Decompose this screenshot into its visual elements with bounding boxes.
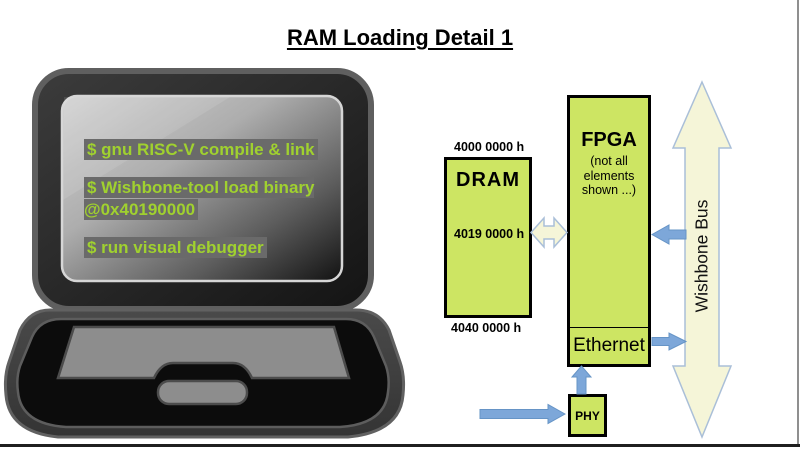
- phy-block: PHY: [568, 394, 607, 437]
- dram-label: DRAM: [456, 169, 520, 191]
- wishbone-bus-arrow-icon: [671, 80, 733, 439]
- dram-block: DRAM 4019 0000 h: [444, 157, 532, 318]
- fpga-note: (not all elements shown ...): [581, 154, 637, 197]
- dram-address-top: 4000 0000 h: [454, 140, 525, 154]
- fpga-block: FPGA (not all elements shown ...) Ethern…: [567, 95, 651, 367]
- laptop-touchpad: [156, 379, 249, 406]
- phy-label: PHY: [575, 408, 600, 423]
- dram-address-bottom: 4040 0000 h: [451, 321, 522, 335]
- ethernet-label: Ethernet: [573, 335, 645, 356]
- arrow-bus-to-fpga-icon: [650, 224, 687, 245]
- dram-fpga-arrow-icon: [529, 216, 569, 249]
- slide-right-border: [797, 0, 799, 444]
- page-title: RAM Loading Detail 1: [286, 25, 514, 50]
- arrow-ethernet-to-bus-icon: [651, 332, 688, 351]
- laptop-keyboard: [56, 325, 351, 380]
- slide-bottom-border: [0, 444, 800, 447]
- arrow-into-phy-icon: [479, 403, 567, 425]
- wishbone-bus-label: Wishbone Bus: [691, 199, 712, 313]
- dram-address-mid: 4019 0000 h: [454, 227, 525, 241]
- terminal-line: $ Wishbone-tool load binary @0x40190000: [84, 177, 315, 220]
- ethernet-section: Ethernet: [570, 327, 648, 364]
- terminal-line: $ run visual debugger: [84, 236, 342, 258]
- fpga-label: FPGA: [581, 129, 637, 151]
- arrow-phy-to-ethernet-icon: [570, 365, 593, 395]
- terminal-line: $ gnu RISC-V compile & link: [84, 139, 342, 160]
- terminal-output: $ gnu RISC-V compile & link $ Wishbone-t…: [84, 139, 342, 275]
